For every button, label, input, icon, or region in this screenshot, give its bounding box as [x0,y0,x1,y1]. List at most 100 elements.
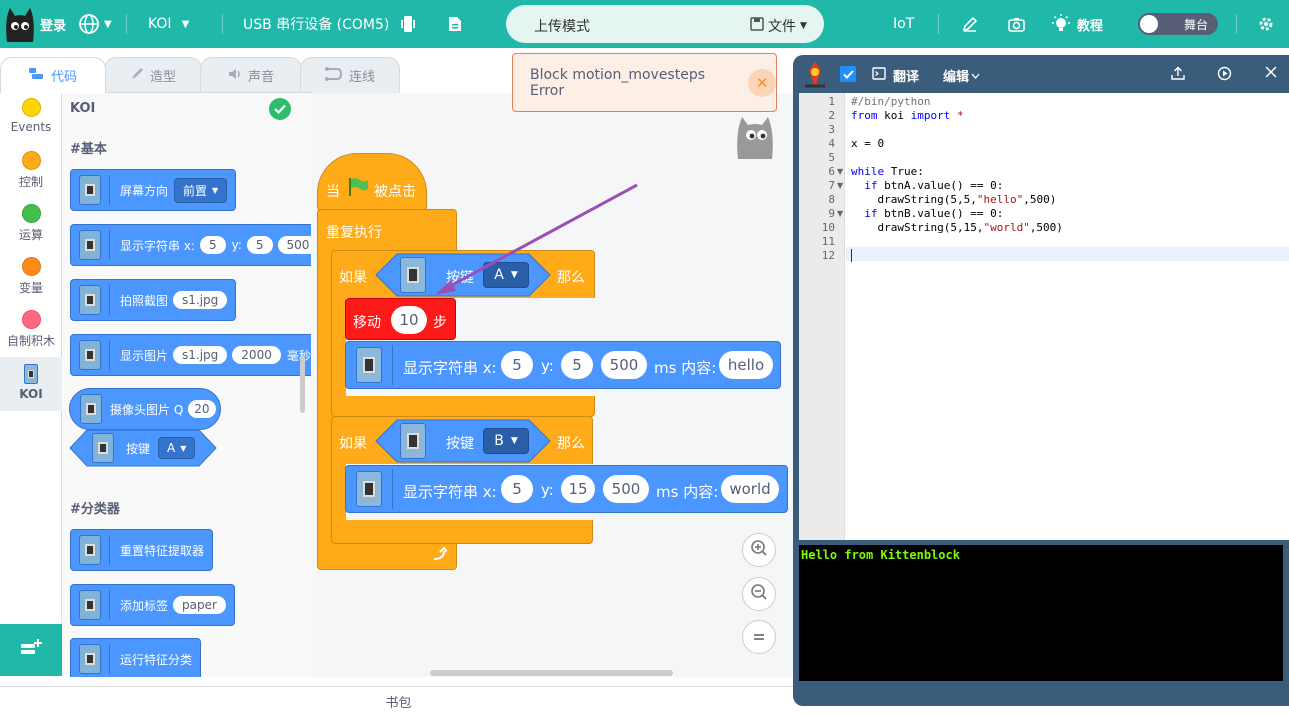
block-reset-feature[interactable]: 重置特征提取器 [70,529,214,571]
serial-port-selector[interactable]: USB 串行设备 (COM5) [243,17,390,33]
x-input[interactable]: 5 [199,236,226,254]
speaker-icon [228,67,242,85]
error-toast: Block motion_movesteps Error ✕ [512,53,777,112]
category-menu: Events 控制 运算 变量 自制积木 KOI [0,93,62,623]
device-menu[interactable]: KOI ▼ [148,0,189,48]
move-steps-input[interactable]: 10 [391,306,427,334]
button-dropdown[interactable]: A▼ [158,437,196,459]
fold-arrow-icon[interactable]: ▼ [837,181,844,190]
file-icon[interactable] [448,0,462,48]
backpack-bar[interactable]: 书包 [0,686,797,716]
translate-button[interactable]: 翻译 [893,70,920,85]
code-workspace[interactable]: 当 被点击 重复执行 如果 按键 A▼ 那么 移动 10 步 显示字符串 x: … [311,93,793,677]
zoom-reset-button[interactable] [742,620,776,654]
output-console[interactable]: Hello from Kittenblock [799,545,1283,681]
quality-input[interactable]: 20 [188,400,216,418]
kittenblock-logo[interactable] [4,0,36,48]
ms-input[interactable]: 500 [601,351,647,379]
add-extension-button[interactable] [0,624,62,676]
caret-down-icon: ▼ [510,270,518,280]
ms-input[interactable]: 2000 [232,346,281,364]
category-operators[interactable]: 运算 [0,199,62,251]
pencil-icon[interactable] [962,0,978,48]
block-button[interactable]: 按键 A▼ [92,433,196,463]
tab-wiring-label: 连线 [348,70,375,85]
tab-code[interactable]: 代码 [0,57,106,93]
dropdown-value: A [167,441,176,455]
upload-icon[interactable] [1171,66,1185,84]
category-variables[interactable]: 变量 [0,252,62,304]
show-string-block-2[interactable] [345,465,788,513]
koi-device-icon [24,364,38,384]
close-icon[interactable]: ✕ [748,68,776,97]
tag-input[interactable]: paper [173,596,226,614]
block-show-image[interactable]: 显示图片 s1.jpg 2000 毫秒 [70,334,311,376]
serial-device-icon[interactable] [400,0,416,48]
block-screen-direction[interactable]: 屏幕方向 前置▼ [70,169,237,211]
category-koi[interactable]: KOI [0,357,62,411]
language-menu[interactable]: ▼ [78,0,112,48]
file-menu[interactable]: 文件 ▼ [750,16,807,36]
edit-menu[interactable]: 编辑 [943,66,980,85]
line-number: 4 [828,137,835,150]
line-number: 5 [828,151,835,164]
login-button[interactable]: 登录 [40,18,67,34]
ms-input[interactable]: 500 [603,475,649,503]
content-input[interactable]: hello [719,351,773,379]
fold-arrow-icon[interactable]: ▼ [837,167,844,176]
block-add-tag[interactable]: 添加标签 paper [70,584,235,626]
zoom-out-button[interactable] [742,577,776,611]
button-a-dropdown[interactable]: A▼ [483,262,529,288]
tab-costumes[interactable]: 造型 [104,57,202,93]
toggle-knob [1140,15,1158,33]
koi-device-icon [356,471,382,507]
tab-sounds[interactable]: 声音 [200,57,302,93]
block-show-string[interactable]: 显示字符串 x: 5 y: 5 500 [70,224,311,266]
sync-checkbox[interactable] [840,66,856,82]
iot-button[interactable]: IoT [893,16,915,32]
stage-toggle-label: 舞台 [1184,18,1209,32]
category-label: 控制 [18,175,43,189]
y-input[interactable]: 5 [561,351,593,379]
category-label: KOI [19,387,43,401]
filename-input[interactable]: s1.jpg [173,291,228,309]
workspace-hscrollbar[interactable] [430,670,673,676]
screen-direction-dropdown[interactable]: 前置▼ [174,177,228,203]
filename-input[interactable]: s1.jpg [173,346,228,364]
caret-down-icon: ▼ [800,21,807,31]
tab-wiring[interactable]: 连线 [300,57,400,93]
block-snapshot[interactable]: 拍照截图 s1.jpg [70,279,237,321]
x-input[interactable]: 5 [501,351,533,379]
category-events[interactable]: Events [0,93,62,145]
koi-device-icon [400,257,426,293]
block-run-classifier[interactable]: 运行特征分类 [70,638,202,677]
category-control[interactable]: 控制 [0,146,62,198]
x-input[interactable]: 5 [501,475,533,503]
koi-device-icon [79,535,101,565]
gear-icon[interactable] [1258,0,1274,48]
section-classifier: #分类器 [70,502,120,517]
backpack-label: 书包 [385,696,412,711]
close-icon[interactable] [1265,66,1277,82]
zoom-in-button[interactable] [742,533,776,567]
button-b-dropdown[interactable]: B▼ [483,428,529,454]
run-icon[interactable] [1217,66,1232,85]
block-label: 按键 [446,270,474,286]
camera-icon[interactable] [1008,0,1025,48]
y-input[interactable]: 15 [561,475,595,503]
y-input[interactable]: 5 [246,236,273,254]
code-editor[interactable]: 1 2 3 4 5 6 7 8 9 10 11 12 ▼ ▼ ▼ #/bin/p… [799,93,1289,540]
upload-mode-bar[interactable]: 上传模式 文件 ▼ [506,5,824,43]
category-my-blocks[interactable]: 自制积木 [0,305,62,357]
palette-scrollbar[interactable] [300,355,305,413]
block-label: 摄像头图片 Q [110,402,184,417]
block-camera-image[interactable]: 摄像头图片 Q 20 [69,388,221,430]
ms-input[interactable]: 500 [277,236,311,254]
fold-arrow-icon[interactable]: ▼ [837,209,844,218]
add-extension-icon [20,638,42,662]
category-label: 变量 [18,281,43,295]
device-label: KOI [148,16,172,32]
stage-toggle[interactable]: 舞台 [1138,13,1218,35]
tutorial-button[interactable]: 教程 [1051,0,1103,48]
content-input[interactable]: world [721,475,779,503]
